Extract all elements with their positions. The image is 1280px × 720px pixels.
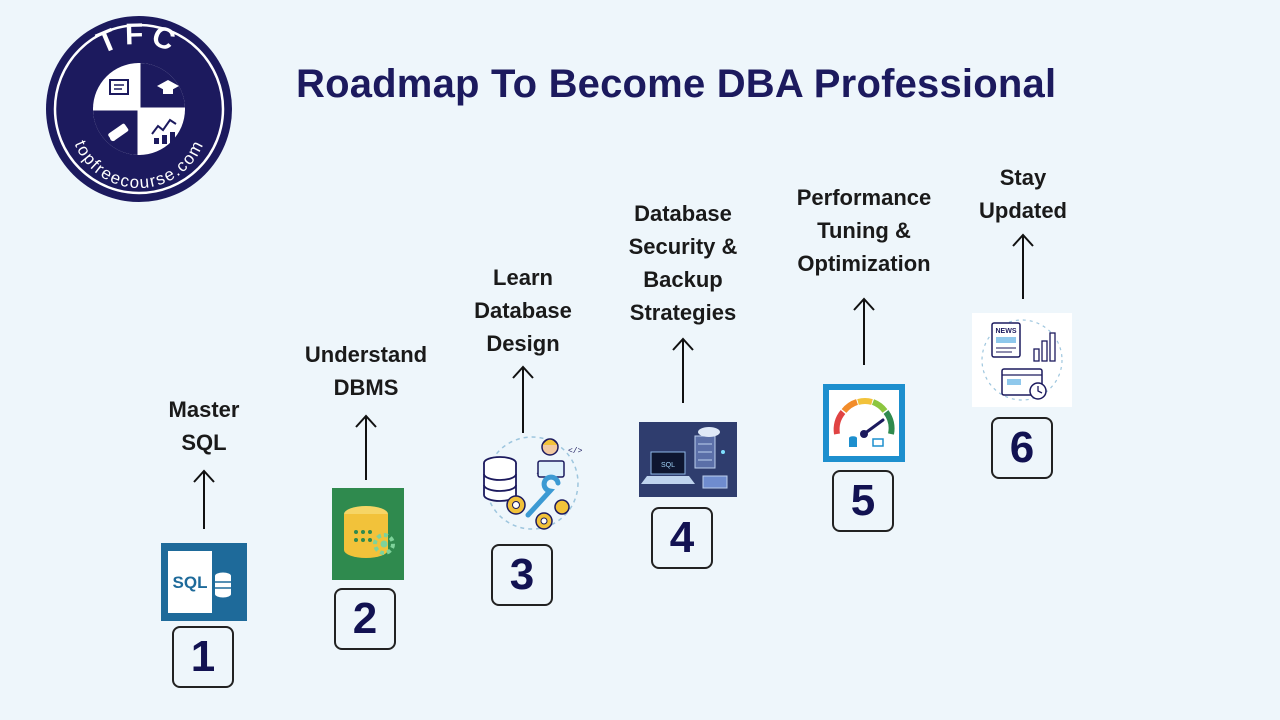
server-security-icon: SQL xyxy=(639,422,737,497)
tfc-logo: TFC topfreecourse.com xyxy=(46,16,232,202)
step-4-number-badge: 4 xyxy=(651,507,713,569)
up-arrow-icon xyxy=(672,337,694,403)
sql-icon-text: SQL xyxy=(173,573,208,592)
news-analytics-icon: NEWS xyxy=(972,313,1072,407)
up-arrow-icon xyxy=(512,365,534,433)
step-6-number-badge: 6 xyxy=(991,417,1053,479)
step-1-number-badge: 1 xyxy=(172,626,234,688)
up-arrow-icon xyxy=(355,414,377,480)
news-icon-text: NEWS xyxy=(996,328,1017,335)
up-arrow-icon xyxy=(193,469,215,529)
page-title: Roadmap To Become DBA Professional xyxy=(296,62,1057,106)
server-icon-text: SQL xyxy=(661,462,675,469)
step-3-number-badge: 3 xyxy=(491,544,553,606)
up-arrow-icon xyxy=(1012,233,1034,299)
dbms-icon xyxy=(332,488,404,580)
step-2-number-badge: 2 xyxy=(334,588,396,650)
sql-icon: SQL xyxy=(161,543,247,621)
database-design-icon: </> xyxy=(483,436,583,530)
speedometer-icon xyxy=(823,384,905,462)
up-arrow-icon xyxy=(853,297,875,365)
svg-text:</>: </> xyxy=(568,447,583,456)
step-5-number-badge: 5 xyxy=(832,470,894,532)
